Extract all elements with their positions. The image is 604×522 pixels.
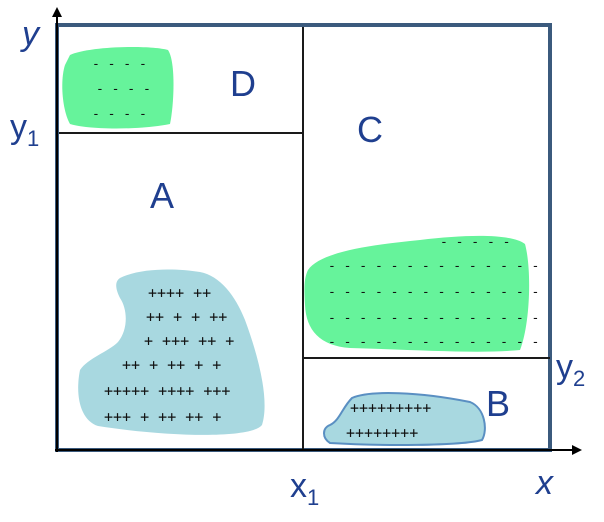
blob-d-mark-row: - - - - <box>96 82 151 97</box>
positive-blob-region-a <box>78 269 265 435</box>
negative-blob-region-c <box>304 235 530 352</box>
region-label-c: C <box>357 109 383 150</box>
y1-tick-label: y1 <box>10 108 39 151</box>
positive-blob-region-b <box>323 392 486 446</box>
blob-a-mark-row: ++++ ++ <box>148 284 211 302</box>
blob-d-mark-row: - - - - <box>92 107 147 122</box>
blob-c-mark-row: - - - - - - - - - - - - - - <box>328 285 539 300</box>
blob-d-mark-row: - - - - <box>92 57 147 72</box>
blob-b-mark-row: +++++++++ <box>350 399 431 417</box>
blob-a-mark-row: + +++ ++ + <box>144 332 234 350</box>
blob-b-marks: +++++++++ ++++++++ <box>346 399 431 442</box>
region-label-b: B <box>486 383 510 424</box>
x-axis-name: x <box>534 464 554 502</box>
blob-c-mark-row: - - - - - - - - - - - - - - <box>328 311 539 326</box>
y-axis-name: y <box>20 15 41 53</box>
region-label-a: A <box>150 175 174 216</box>
blob-a-mark-row: +++++ ++++ +++ <box>104 382 230 400</box>
blob-c-marks: - - - - - - - - - - - - - - - - - - - - … <box>328 235 539 350</box>
blob-c-mark-row: - - - - - <box>440 235 510 250</box>
y2-tick-label: y2 <box>556 348 585 391</box>
region-label-d: D <box>230 63 256 104</box>
blob-d-marks: - - - - - - - - - - - - <box>92 57 151 122</box>
blob-c-mark-row: - - - - - - - - - - - - - - <box>328 335 539 350</box>
blob-b-mark-row: ++++++++ <box>346 424 418 442</box>
negative-blob-region-d <box>62 47 174 129</box>
blob-a-mark-row: ++ + + ++ <box>146 308 227 326</box>
blob-a-mark-row: ++ + ++ + + <box>122 356 221 374</box>
x1-tick-label: x1 <box>290 467 319 510</box>
blob-a-mark-row: +++ + ++ ++ + <box>104 408 221 426</box>
blob-c-mark-row: - - - - - - - - - - - - - - <box>328 259 539 274</box>
blob-a-marks: ++++ ++ ++ + + ++ + +++ ++ + ++ + ++ + +… <box>104 284 234 426</box>
